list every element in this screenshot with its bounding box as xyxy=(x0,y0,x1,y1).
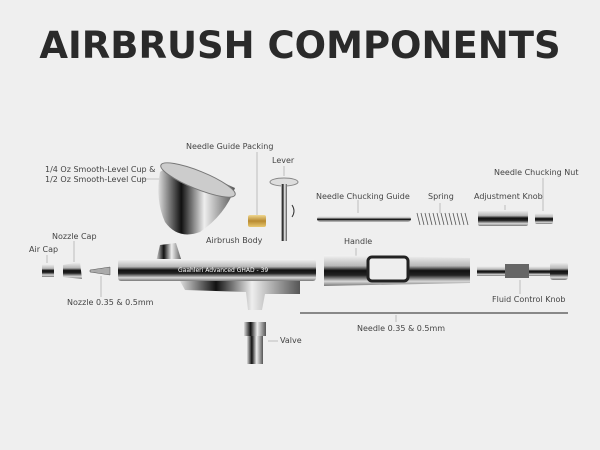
label-needle-guide-packing: Needle Guide Packing xyxy=(186,142,274,151)
label-needle-chucking-nut: Needle Chucking Nut xyxy=(494,168,579,177)
label-valve: Valve xyxy=(280,336,302,345)
label-needle-chucking-guide: Needle Chucking Guide xyxy=(316,192,410,201)
label-spring: Spring xyxy=(428,192,454,201)
label-handle: Handle xyxy=(344,237,373,246)
diagram-title: AIRBRUSH COMPONENTS xyxy=(39,24,561,67)
label-nozzle: Nozzle 0.35 & 0.5mm xyxy=(67,298,154,307)
label-adjustment-knob: Adjustment Knob xyxy=(474,192,543,201)
label-cup-line1: 1/4 Oz Smooth-Level Cup & xyxy=(45,165,156,174)
label-lever: Lever xyxy=(272,156,295,165)
label-air-cap: Air Cap xyxy=(29,245,59,254)
cup-part xyxy=(156,162,236,262)
label-fluid-control-knob: Fluid Control Knob xyxy=(492,295,566,304)
label-airbrush-body: Airbrush Body xyxy=(206,236,263,245)
label-nozzle-cap: Nozzle Cap xyxy=(52,232,97,241)
body-engraving: Gaahleri Advanced GHAD - 39 xyxy=(178,267,268,274)
label-needle: Needle 0.35 & 0.5mm xyxy=(357,324,446,333)
label-cup-line2: 1/2 Oz Smooth-Level Cup xyxy=(45,175,147,184)
